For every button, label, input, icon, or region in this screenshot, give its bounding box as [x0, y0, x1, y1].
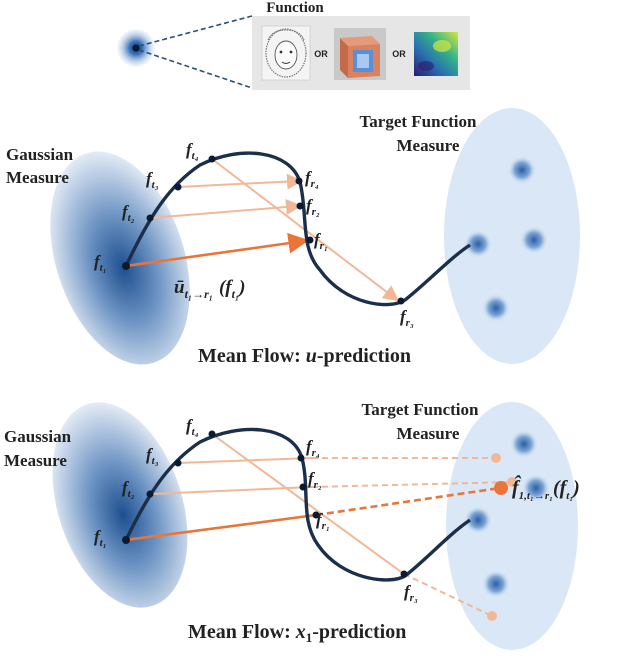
zoom-line-top [138, 15, 253, 47]
face-sketch-image [261, 25, 311, 81]
target-sample-2-3 [522, 474, 550, 502]
trajectory-labels-2: ft₁ ft₂ ft₃ ft₄ fr₄ fr₂ fr₁ fr₃ [94, 416, 418, 604]
point2-r2 [299, 483, 307, 491]
flow-arrow-t3-r4 [177, 173, 303, 190]
trajectory-labels: ft₁ ft₂ ft₃ ft₄ fr₄ fr₂ fr₁ fr₃ [94, 140, 414, 329]
target-sample-2 [464, 230, 492, 258]
target-sample-3 [520, 226, 548, 254]
target-measure-blob-2 [446, 402, 578, 650]
or-label-2: OR [392, 49, 406, 59]
main-extension [315, 486, 501, 517]
label2-f-t2: ft₂ [122, 478, 135, 500]
extension-r3 [403, 573, 493, 617]
point-r4 [295, 177, 303, 185]
target-measure-blob [444, 108, 580, 364]
predicted-point-r3 [487, 611, 497, 621]
target-sample-1 [508, 156, 536, 184]
point-r2 [296, 202, 304, 210]
point2-t1 [122, 536, 130, 544]
label-f-t3: ft₃ [146, 169, 159, 191]
target-sample-2-4 [482, 570, 510, 598]
panel-x1-prediction: Gaussian Measure Target Function Measure [4, 400, 580, 650]
target-label-line2-2: Measure [397, 424, 460, 443]
function-title: Function [266, 0, 324, 16]
label-f-t1: ft₁ [94, 252, 107, 274]
flow-arrow2-t3-r4 [177, 457, 313, 464]
prediction-label: f̂1,t₁→r₁(ft₁) [512, 474, 580, 502]
label2-f-r4: fr₄ [306, 437, 320, 459]
point-t2 [146, 214, 154, 222]
mean-velocity-arrow [125, 232, 310, 268]
point2-t3 [174, 459, 182, 467]
gaussian-label-line2-2: Measure [4, 451, 67, 470]
target-sample-2-2 [464, 506, 492, 534]
point2-r4 [297, 454, 305, 462]
label-f-r3: fr₃ [400, 307, 414, 329]
caption-x1-prediction: Mean Flow: x1-prediction [188, 621, 406, 645]
label2-f-t1: ft₁ [94, 527, 107, 549]
target-label-line1-2: Target Function [362, 400, 480, 419]
label-f-r4: fr₄ [305, 168, 319, 190]
label-f-t2: ft₂ [122, 202, 135, 224]
label2-f-t4: ft₄ [186, 416, 199, 438]
label2-f-r2: fr₂ [308, 469, 322, 491]
cube-3d-image [334, 28, 386, 80]
target-sample-4 [482, 294, 510, 322]
target-label-line2: Measure [397, 136, 460, 155]
point-r3 [397, 297, 405, 305]
point-t1 [122, 262, 130, 270]
label-f-t4: ft₄ [186, 140, 199, 162]
label2-f-r3: fr₃ [404, 582, 418, 604]
point2-t4 [208, 430, 216, 438]
main-flow-arrow2 [125, 513, 317, 542]
label-f-r1: fr₁ [314, 230, 328, 252]
predicted-point-r2 [507, 477, 517, 487]
gaussian-measure-blob-2 [52, 402, 188, 608]
zoom-line-bottom [138, 49, 253, 89]
label-f-r2: fr₂ [306, 196, 320, 218]
point2-r1 [312, 511, 320, 519]
point-t4 [208, 155, 216, 163]
flow-arrow2-t4-r3 [211, 433, 405, 575]
point2-r3 [400, 570, 408, 578]
field-heatmap-image [414, 32, 458, 76]
flow-arrow-t2-r2 [149, 198, 302, 219]
point-r1 [306, 236, 314, 244]
panel-u-prediction: Gaussian Measure Target Function Measure… [6, 108, 580, 367]
gaussian-measure-blob [50, 151, 190, 365]
gaussian-label-line2: Measure [6, 168, 69, 187]
gaussian-label-line1-2: Gaussian [4, 427, 72, 446]
gaussian-point [132, 44, 140, 52]
gaussian-label-line1: Gaussian [6, 145, 74, 164]
caption-u-prediction: Mean Flow: u-prediction [198, 345, 411, 367]
label2-f-t3: ft₃ [146, 445, 159, 467]
predicted-point-r4 [491, 453, 501, 463]
point2-t2 [146, 490, 154, 498]
target-sample-2-1 [510, 430, 538, 458]
trajectory-curve [124, 151, 471, 307]
label2-f-r1: fr₁ [316, 510, 330, 532]
point-t3 [174, 183, 182, 191]
or-label-1: OR [314, 49, 328, 59]
mean-velocity-label: ūt₁→r₁(ft₁) [174, 277, 245, 301]
predicted-endpoint [494, 481, 508, 495]
function-illustration: Function OR OR [117, 0, 470, 90]
target-label-line1: Target Function [360, 112, 478, 131]
extension-r2 [311, 481, 513, 488]
